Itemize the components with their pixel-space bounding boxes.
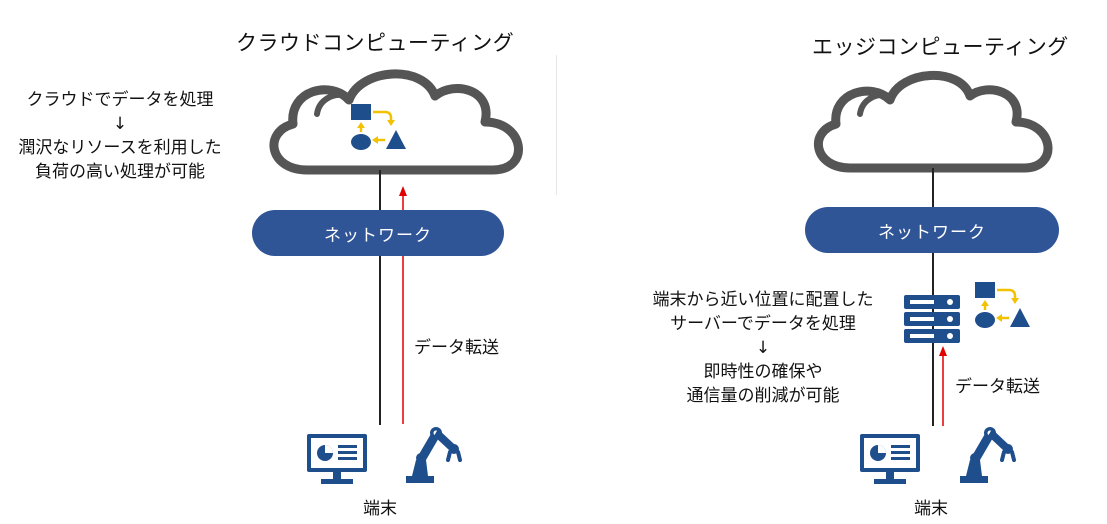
device-label: 端末 (914, 499, 948, 519)
note-line: サーバーでデータを処理 (670, 314, 856, 334)
cloud-icon (814, 71, 1053, 173)
monitor-icon (307, 434, 367, 484)
note-line: 即時性の確保や (703, 362, 823, 382)
robot-arm-icon (960, 427, 1016, 483)
process-shapes-icon (351, 104, 406, 150)
data-transfer-label: データ転送 (955, 377, 1040, 397)
robot-arm-icon (406, 427, 462, 483)
data-transfer-label: データ転送 (414, 338, 499, 358)
note-line: 潤沢なリソースを利用した (18, 138, 222, 158)
note-line: 負荷の高い処理が可能 (35, 162, 205, 182)
process-shapes-icon (975, 282, 1030, 328)
device-label: 端末 (363, 499, 397, 519)
note-arrow: ↓ (755, 338, 771, 358)
edge-computing-title: エッジコンピューティング (812, 35, 1069, 59)
note-arrow: ↓ (112, 114, 128, 134)
note-line: クラウドでデータを処理 (26, 90, 214, 110)
cloud-processing-note: クラウドでデータを処理 ↓ 潤沢なリソースを利用した 負荷の高い処理が可能 (4, 88, 236, 184)
column-divider (556, 55, 557, 195)
network-pill: ネットワーク (252, 210, 504, 256)
note-line: 通信量の削減が可能 (686, 386, 840, 406)
network-pill: ネットワーク (805, 207, 1059, 253)
server-icon (904, 295, 960, 343)
edge-processing-note: 端末から近い位置に配置した サーバーでデータを処理 ↓ 即時性の確保や 通信量の… (630, 288, 896, 408)
transfer-arrow (939, 346, 947, 426)
cloud-computing-title: クラウドコンピューティング (236, 31, 515, 55)
monitor-icon (860, 434, 920, 484)
note-line: 端末から近い位置に配置した (652, 290, 874, 310)
connection-line (379, 170, 381, 425)
cloud-icon (269, 69, 523, 175)
